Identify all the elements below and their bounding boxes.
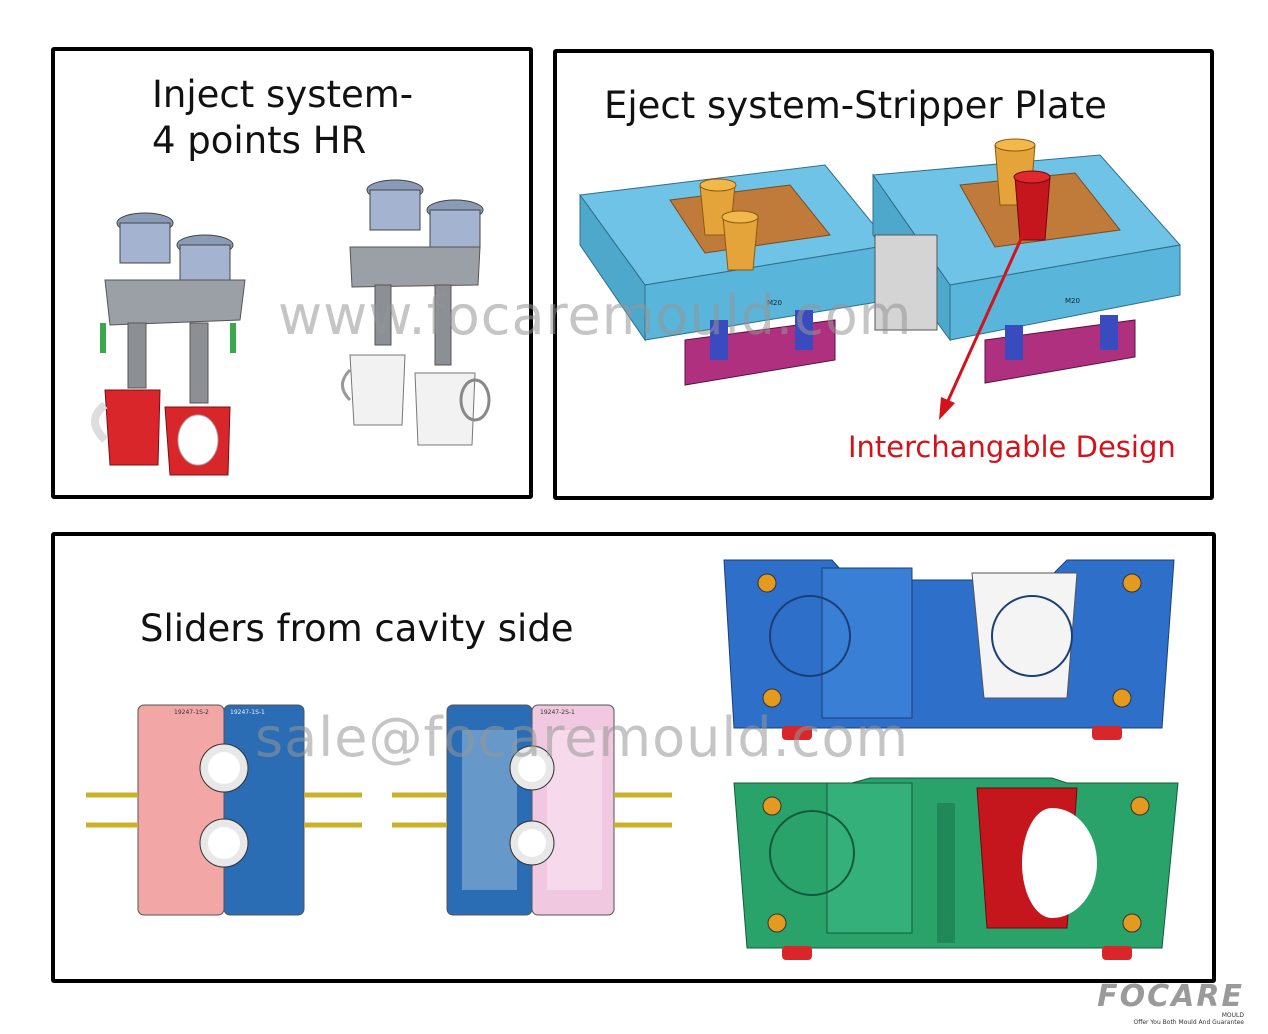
inject-system-title: Inject system- 4 points HR <box>152 73 414 163</box>
logo-word: FOCARE <box>1097 979 1244 1014</box>
plate-label-2s-1: 19247-2S-1 <box>540 709 575 716</box>
slider-plate-right: 19247-2S-1 <box>392 704 672 916</box>
slider-plates-illustration: 19247-1S-2 19247-1S-1 19247-2S-1 <box>86 704 672 916</box>
plate-label-1s-1: 19247-1S-1 <box>230 709 265 716</box>
cavity-section-illustration <box>723 559 1179 960</box>
sliders-title: Sliders from cavity side <box>140 607 574 650</box>
annotation-arrow <box>945 229 1027 404</box>
slider-plate-left: 19247-1S-2 19247-1S-1 <box>86 704 362 916</box>
stripper-plate-illustration: M20 M20 <box>579 138 1181 420</box>
plate-label-1s-2: 19247-1S-2 <box>174 709 209 716</box>
logo-sub: MOULD <box>1221 1012 1244 1019</box>
logo-tagline: Offer You Both Mould And Guarantee <box>1133 1019 1245 1026</box>
cavity-green <box>733 777 1179 960</box>
mould-right: M20 <box>872 138 1181 384</box>
annotation-arrowhead <box>939 397 955 420</box>
hot-runner-colored <box>91 212 246 476</box>
interchangeable-design-label: Interchangable Design <box>848 430 1176 464</box>
focare-logo: FOCARE MOULD Offer You Both Mould And Gu… <box>1097 979 1245 1027</box>
hot-runner-illustration <box>91 179 491 476</box>
cavity-blue <box>723 559 1175 740</box>
plate-label-m20-right: M20 <box>1065 297 1080 305</box>
mould-left: M20 <box>579 164 891 386</box>
eject-system-title: Eject system-Stripper Plate <box>604 84 1107 127</box>
plate-label-m20-left: M20 <box>767 299 782 307</box>
hot-runner-white <box>341 179 491 446</box>
